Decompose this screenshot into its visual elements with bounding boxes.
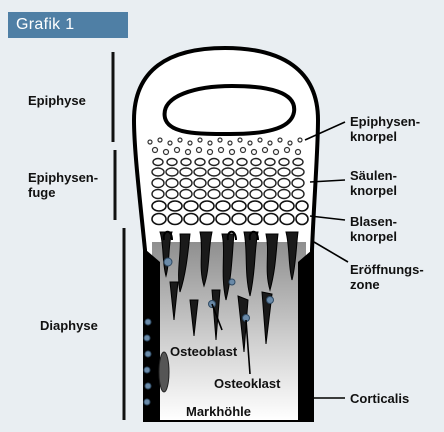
label-epiphysenknorpel: Epiphysen- knorpel <box>350 114 420 144</box>
label-epiphysenfuge: Epiphysen- fuge <box>28 170 98 200</box>
label-osteoklast: Osteoklast <box>214 376 280 391</box>
label-epiphyse: Epiphyse <box>28 93 86 108</box>
cortex-right <box>298 250 312 420</box>
label-markhoehle: Markhöhle <box>186 404 251 419</box>
label-diaphyse: Diaphyse <box>40 318 98 333</box>
label-eroeffnungszone: Eröffnungs- zone <box>350 262 424 292</box>
epiphysis-oval <box>165 86 295 134</box>
label-saeulenknorpel: Säulen- knorpel <box>350 168 397 198</box>
label-corticalis: Corticalis <box>350 391 409 406</box>
label-blasenknorpel: Blasen- knorpel <box>350 214 397 244</box>
label-osteoblast: Osteoblast <box>170 344 237 359</box>
osteoclast-cell <box>159 352 169 392</box>
